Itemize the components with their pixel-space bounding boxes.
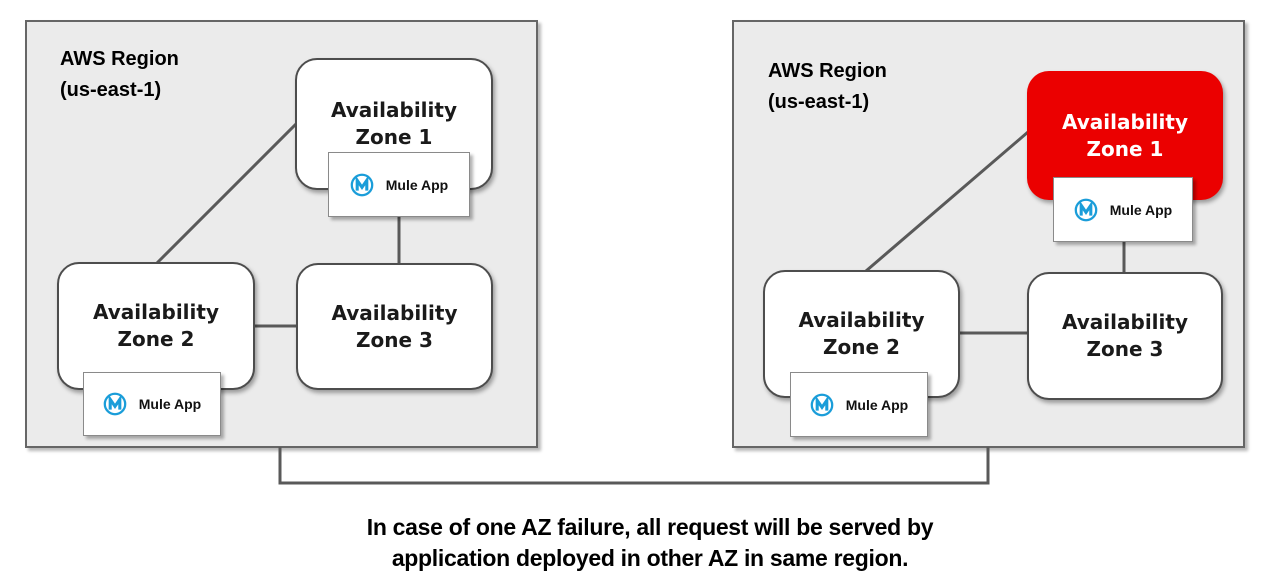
mule-app-label: Mule App	[845, 396, 909, 413]
caption-text: In case of one AZ failure, all request w…	[366, 514, 934, 571]
mule-app-label: Mule App	[138, 396, 202, 412]
connector-region-to-region	[278, 447, 990, 485]
mulesoft-logo-icon	[103, 392, 127, 416]
mule-app-badge-left-zone1: Mule App	[328, 152, 470, 217]
mule-app-badge-right-zone1: Mule App	[1053, 177, 1193, 242]
mule-app-label: Mule App	[1109, 201, 1173, 218]
mule-app-label: Mule App	[385, 176, 449, 193]
right-availability-zone-3: Availability Zone 3	[1027, 272, 1223, 400]
mule-app-badge-right-zone2: Mule App	[790, 372, 928, 437]
mulesoft-logo-icon	[810, 393, 834, 416]
connector-left-az1-az2	[155, 122, 298, 265]
left-availability-zone-3: Availability Zone 3	[296, 263, 493, 390]
mulesoft-logo-icon	[1074, 198, 1098, 221]
region-label-right: AWS Region (us-east-1)	[768, 60, 887, 113]
region-label-left: AWS Region (us-east-1)	[60, 48, 179, 101]
connector-right-az1-az2	[865, 130, 1029, 273]
left-availability-zone-2: Availability Zone 2	[57, 262, 255, 390]
mulesoft-logo-icon	[350, 173, 374, 196]
mule-app-badge-left-zone2: Mule App	[83, 372, 221, 436]
